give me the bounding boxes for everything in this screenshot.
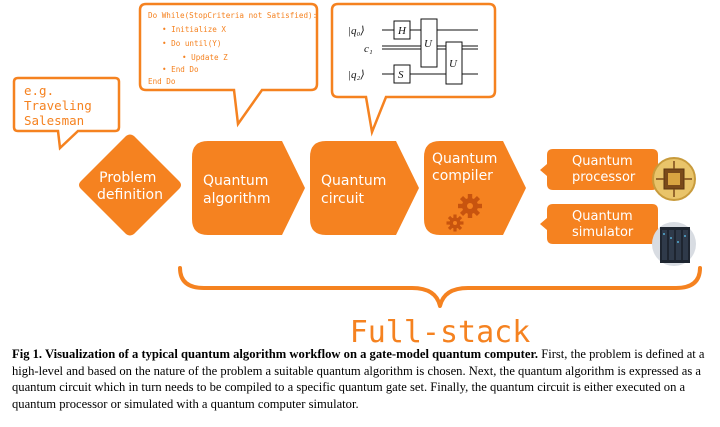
quantum-algorithm-step: Quantum algorithm [192, 141, 305, 235]
circuit-gate-u1: U [424, 38, 433, 50]
quantum-compiler-shape [424, 141, 526, 235]
circuit-label-line-1: Quantum [321, 173, 386, 189]
pseudocode-line-6: End Do [148, 77, 176, 86]
svg-text:Quantum simulator: Quantum simulator [572, 209, 637, 240]
circuit-label-q2: |q₂⟩ [348, 69, 365, 81]
circuit-label-q0: |q₀⟩ [348, 25, 365, 37]
quantum-circuit-step: Quantum circuit [310, 141, 419, 235]
svg-text:Quantum compiler: Quantum compiler [432, 151, 502, 184]
quantum-processor-shape [540, 149, 658, 190]
server-rack-icon [652, 222, 696, 266]
problem-definition-diamond [79, 134, 181, 236]
full-stack-label: Full-stack [350, 315, 531, 350]
compiler-label-line-2: compiler [432, 168, 493, 184]
example-callout: e.g. Traveling Salesman [12, 76, 121, 151]
full-stack-brace [178, 266, 702, 308]
problem-label-line-2: definition [97, 187, 163, 203]
example-line-2: Traveling [24, 98, 92, 113]
example-line-3: Salesman [24, 113, 84, 128]
pseudocode-callout: Do While(StopCriteria not Satisfied): • … [138, 2, 322, 128]
pseudocode-line-2: • Initialize X [162, 25, 226, 34]
svg-text:Quantum circuit: Quantum circuit [321, 173, 391, 207]
svg-text:|q₀⟩ c₁ |q₂⟩: |q₀⟩ c₁ |q₂⟩ H S U U [348, 25, 458, 81]
circuit-label-c1: c₁ [364, 43, 373, 55]
circuit-callout: |q₀⟩ c₁ |q₂⟩ H S U U [330, 2, 497, 137]
example-line-1: e.g. [24, 83, 54, 98]
algorithm-label-line-1: Quantum [203, 173, 268, 189]
quantum-processor-step: Quantum processor [540, 149, 696, 201]
algorithm-label-line-2: algorithm [203, 191, 271, 207]
gears-icon [446, 194, 482, 232]
example-callout-bubble [12, 76, 121, 151]
quantum-simulator-shape [540, 204, 658, 244]
quantum-circuit-drawing [382, 18, 478, 85]
problem-definition-step: Problem definition [79, 134, 181, 236]
figure-caption: Fig 1. Visualization of a typical quantu… [12, 346, 712, 412]
pseudocode-line-4: • Update Z [182, 53, 228, 62]
svg-text:Quantum algorithm: Quantum algorithm [203, 173, 273, 207]
pseudocode-line-1: Do While(StopCriteria not Satisfied): [148, 11, 317, 20]
circuit-gate-s: S [398, 69, 404, 81]
pseudocode-line-3: • Do until(Y) [162, 39, 221, 48]
caption-bold: Fig 1. Visualization of a typical quantu… [12, 347, 539, 361]
chip-icon [652, 157, 696, 201]
circuit-gate-u2: U [449, 58, 458, 70]
simulator-label-line-2: simulator [572, 225, 634, 240]
circuit-label-line-2: circuit [321, 191, 364, 207]
circuit-gate-h: H [397, 25, 407, 37]
processor-label-line-2: processor [572, 170, 636, 185]
quantum-simulator-step: Quantum simulator [540, 204, 696, 266]
quantum-compiler-step: Quantum compiler [424, 141, 526, 235]
circuit-callout-bubble [330, 2, 497, 137]
svg-text:Problem definition: Problem definition [97, 170, 163, 203]
pseudocode-line-5: • End Do [162, 65, 199, 74]
processor-label-line-1: Quantum [572, 154, 633, 169]
svg-text:Quantum processor: Quantum processor [572, 154, 637, 185]
quantum-circuit-shape [310, 141, 419, 235]
pseudocode-text: Do While(StopCriteria not Satisfied): • … [148, 11, 322, 86]
pseudocode-callout-bubble [138, 2, 319, 128]
quantum-algorithm-shape [192, 141, 305, 235]
simulator-label-line-1: Quantum [572, 209, 633, 224]
problem-label-line-1: Problem [99, 170, 156, 186]
example-callout-text: e.g. Traveling Salesman [24, 83, 99, 128]
compiler-label-line-1: Quantum [432, 151, 497, 167]
caption-body: First, the problem is defined at a high-… [12, 347, 705, 411]
